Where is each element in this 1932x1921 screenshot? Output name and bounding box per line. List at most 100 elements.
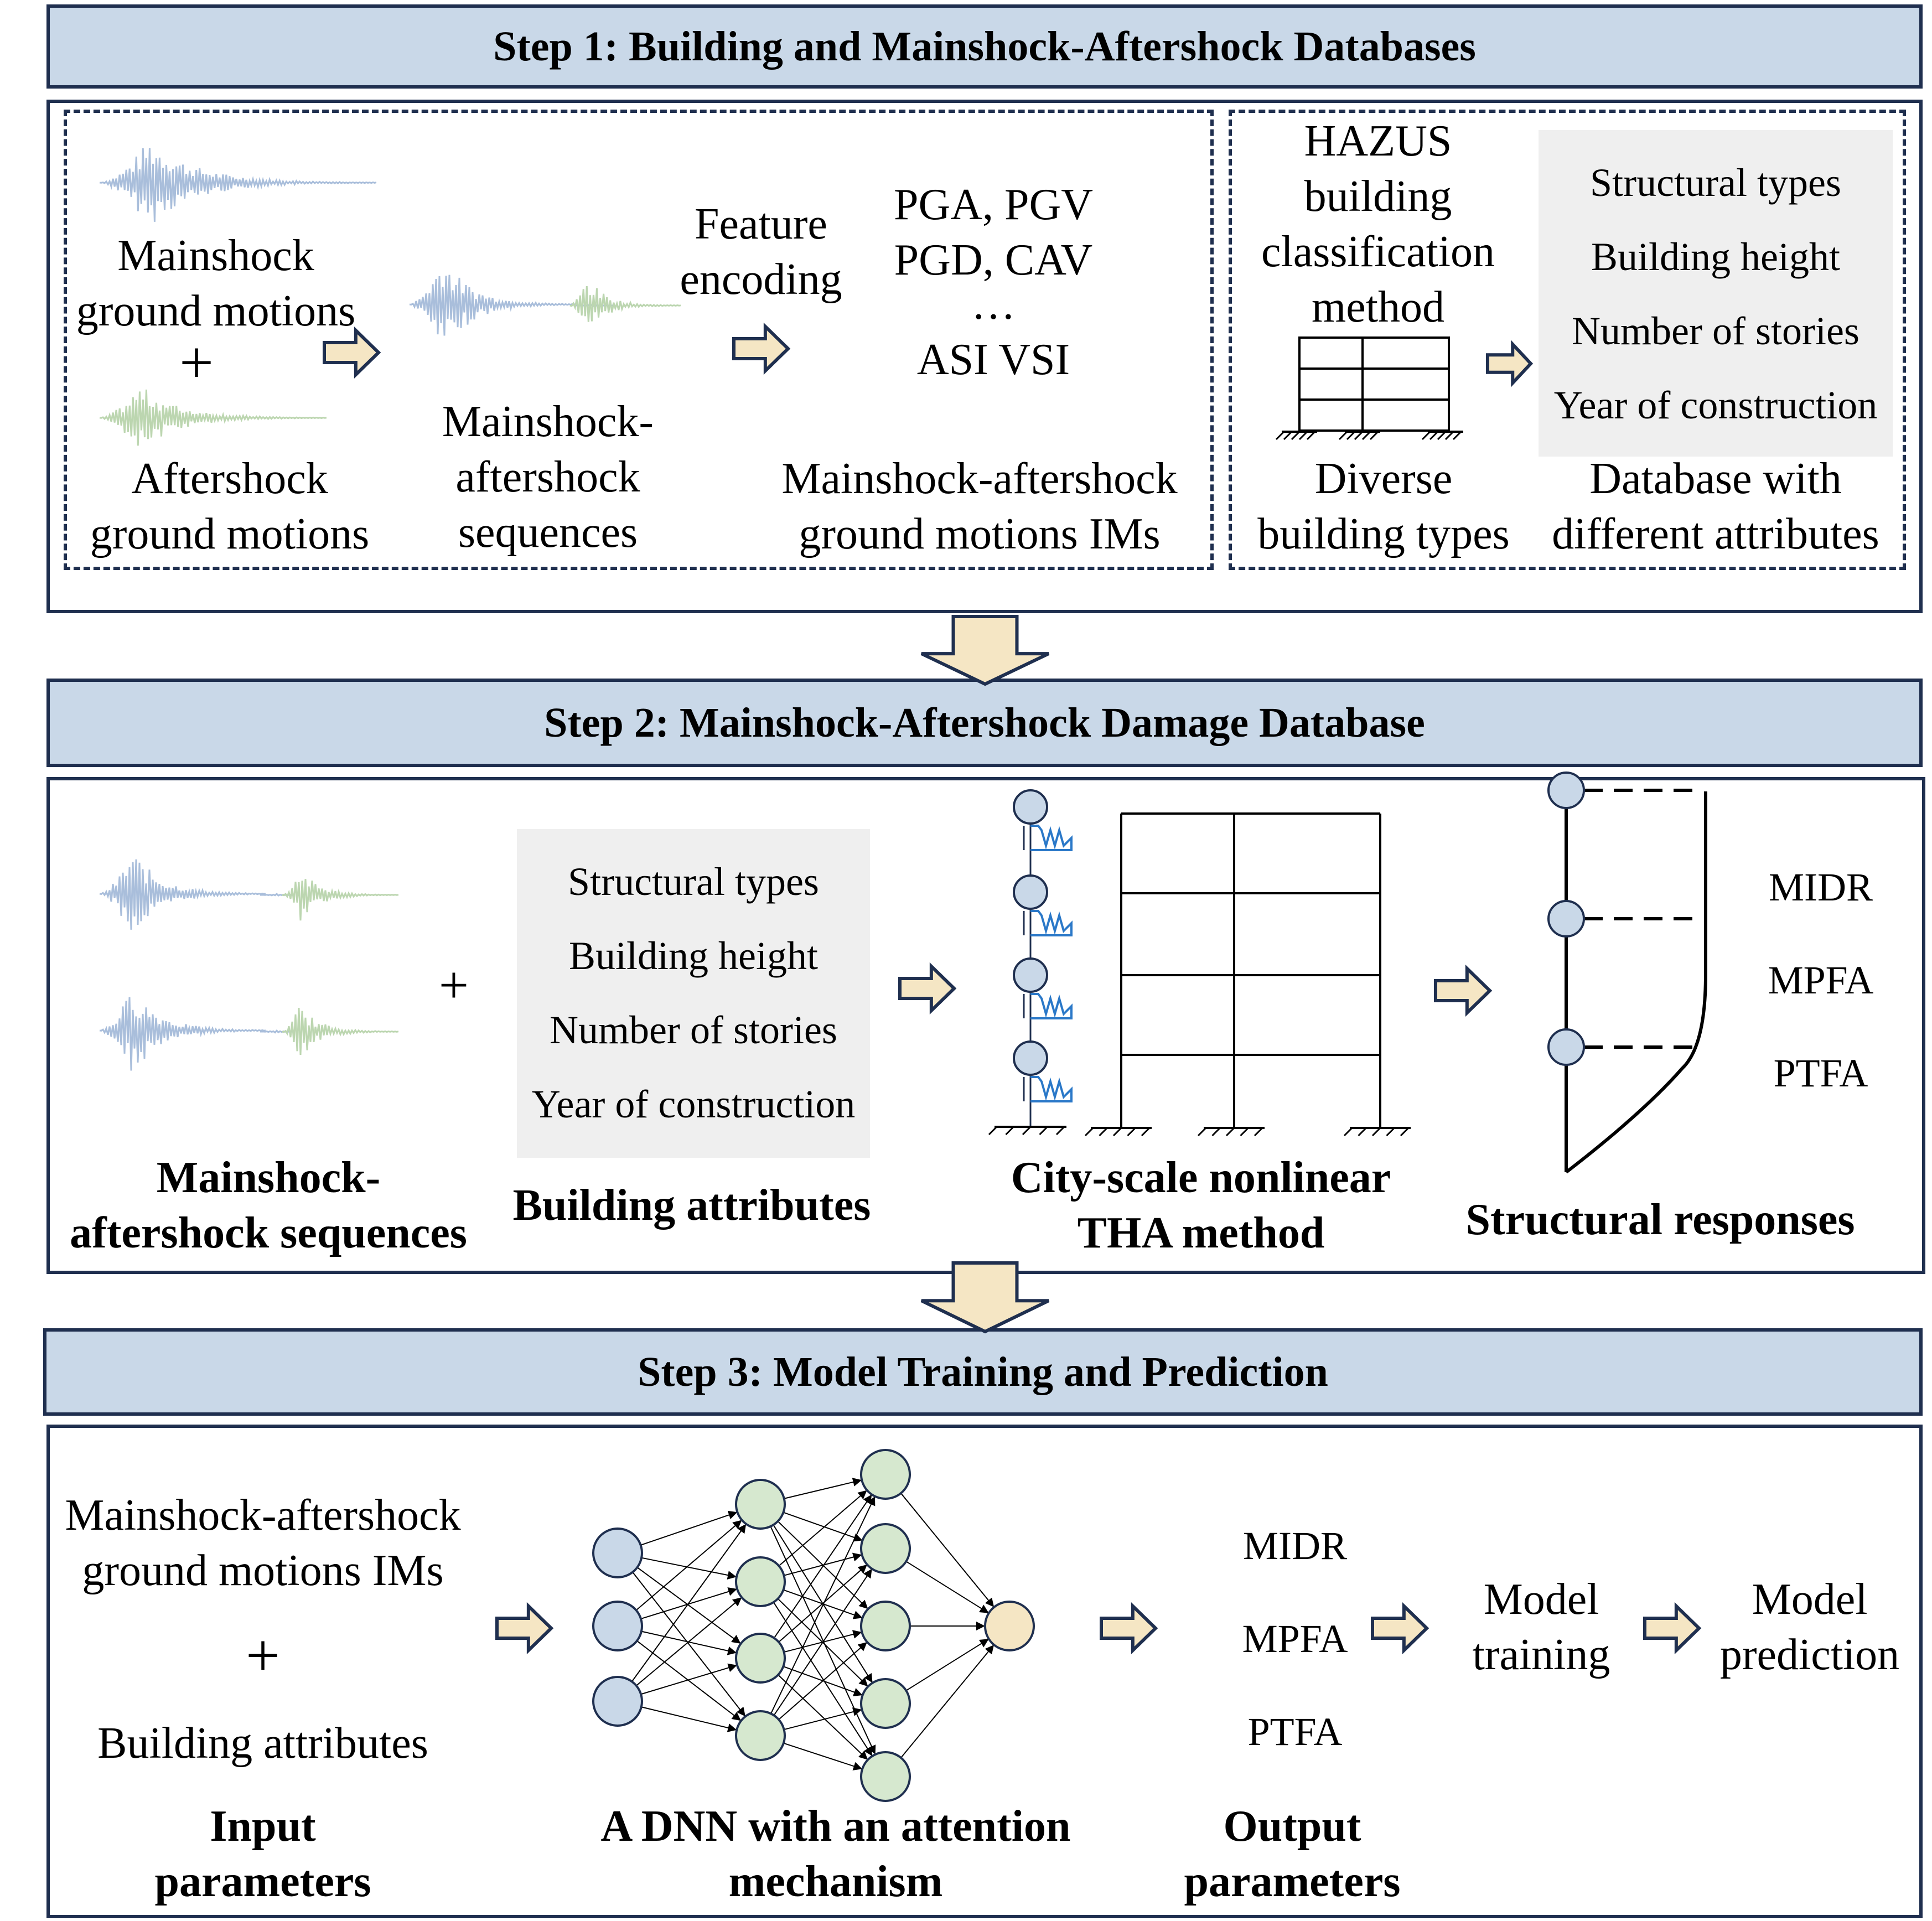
dnn-input-node — [592, 1528, 643, 1578]
step3-outputs-list: MIDR MPFA PTFA — [1242, 1524, 1348, 1754]
diverse-label: Diverse building types — [1257, 454, 1510, 558]
dnn-edge — [636, 1597, 742, 1686]
sequence-wave-after — [569, 286, 681, 322]
response-nodes — [1547, 771, 1585, 1066]
spring — [1030, 993, 1073, 1019]
step2-title: Step 2: Mainshock-Aftershock Damage Data… — [544, 699, 1425, 746]
dnn-hidden-node — [860, 1601, 911, 1651]
step3-title: Step 3: Model Training and Prediction — [638, 1348, 1328, 1395]
model-prediction-label: Model prediction — [1719, 1575, 1900, 1679]
dnn-edge — [635, 1520, 742, 1611]
dnn-edge — [770, 1496, 876, 1714]
dnn-edge — [784, 1552, 862, 1576]
dnn-edge — [636, 1567, 741, 1644]
dnn-edge — [641, 1706, 737, 1732]
dnn-edge — [905, 1639, 989, 1691]
dnn-hidden-node — [860, 1751, 911, 1802]
arrow-step3-c — [1371, 1602, 1429, 1655]
dnn-hidden-node — [860, 1449, 911, 1500]
output-caption: Output parameters — [1184, 1802, 1401, 1906]
spring — [1030, 825, 1073, 851]
arrow-step3-a — [495, 1602, 554, 1655]
ims-list: PGA, PGV PGD, CAV … ASI VSI — [893, 180, 1094, 384]
dnn-edge — [636, 1640, 742, 1721]
dnn-edge — [773, 1568, 872, 1716]
step1-plus: + — [179, 329, 214, 396]
dnn-edge — [632, 1572, 745, 1717]
step2-responses-list: MIDR MPFA PTFA — [1768, 865, 1874, 1095]
dnn-nodes — [592, 1449, 1035, 1802]
dnn-edge — [640, 1663, 737, 1695]
mainshock-label: Mainshock ground motions — [76, 231, 356, 335]
spring — [1030, 1076, 1073, 1102]
dnn-edge — [641, 1557, 737, 1580]
step2-panel — [46, 777, 1925, 1274]
hazus-label: HAZUS building classification method — [1261, 117, 1495, 332]
aftershock-wave — [99, 389, 327, 446]
dnn-output-node — [984, 1601, 1035, 1651]
arrow-step2-a — [898, 962, 957, 1015]
down-arrow-2 — [920, 1261, 1050, 1334]
dnn-edge — [783, 1742, 863, 1770]
dnn-edge — [631, 1524, 747, 1682]
arrow-step1-b — [732, 322, 791, 375]
dnn-edge — [783, 1511, 863, 1542]
step1-attributes-list: Structural types Building height Number … — [1553, 160, 1878, 427]
dnn-edge — [778, 1490, 867, 1567]
building-frame-icon — [1298, 336, 1450, 432]
ims-caption: Mainshock-aftershock ground motions IMs — [781, 454, 1178, 558]
step2-seq1-after — [282, 879, 399, 921]
building-frame-large — [1120, 812, 1381, 1127]
sequences-label: Mainshock- aftershock sequences — [442, 397, 654, 557]
mainshock-wave — [99, 148, 377, 222]
step1-ground-motion-group — [64, 110, 1214, 570]
dnn-edge — [778, 1674, 868, 1760]
dnn-edge — [900, 1493, 995, 1607]
dnn-edge — [784, 1478, 862, 1499]
step1-attributes-box — [1539, 130, 1893, 457]
down-arrow-1 — [920, 615, 1050, 686]
lumped-mass — [1013, 1040, 1048, 1076]
step-transition-arrows — [920, 615, 1050, 1334]
sequence-wave-main — [409, 275, 576, 336]
dnn-hidden-node — [735, 1479, 786, 1530]
model-training-label: Model training — [1472, 1575, 1610, 1679]
dnn-edge — [784, 1707, 862, 1731]
dnn-hidden-node — [735, 1633, 786, 1684]
step2-sequences-caption: Mainshock- aftershock sequences — [70, 1153, 467, 1257]
spring — [1030, 910, 1073, 936]
response-profile — [1565, 789, 1707, 1174]
lumped-mass — [1013, 874, 1048, 910]
flow-arrows — [323, 322, 1702, 1655]
step3-header: Step 3: Model Training and Prediction — [43, 1328, 1923, 1416]
input-ims: Mainshock-aftershock ground motions IMs — [65, 1491, 461, 1595]
lumped-mass — [1013, 957, 1048, 993]
feature-encoding-label: Feature encoding — [680, 200, 842, 304]
dnn-input-node — [592, 1676, 643, 1727]
aftershock-label: Aftershock ground motions — [90, 454, 370, 558]
step2-seq1-main — [99, 859, 266, 930]
step2-attributes-box — [517, 829, 870, 1158]
arrow-step3-d — [1643, 1602, 1702, 1655]
step2-seq2-after — [282, 1008, 399, 1055]
spring-mass-model — [988, 789, 1073, 1136]
database-caption: Database with different attributes — [1552, 454, 1879, 558]
dnn-hidden-node — [735, 1710, 786, 1761]
dnn-edge — [773, 1494, 872, 1639]
input-attributes: Building attributes — [97, 1719, 428, 1768]
dnn-caption: A DNN with an attention mechanism — [600, 1802, 1071, 1906]
step2-attributes-list: Structural types Building height Number … — [531, 859, 856, 1126]
waveforms — [99, 148, 681, 1071]
input-caption: Input parameters — [154, 1802, 371, 1906]
frame-supports-small — [1275, 431, 1463, 441]
dnn-edge — [773, 1602, 873, 1756]
step1-title: Step 1: Building and Mainshock-Aftershoc… — [493, 23, 1476, 70]
dnn-hidden-node — [860, 1678, 911, 1729]
dnn-hidden-node — [860, 1523, 911, 1574]
dnn-hidden-node — [735, 1556, 786, 1607]
dnn-edge — [778, 1564, 867, 1643]
dnn-edge — [778, 1642, 867, 1720]
dnn-edge — [905, 1561, 989, 1613]
tha-caption: City-scale nonlinear THA method — [1011, 1153, 1391, 1257]
